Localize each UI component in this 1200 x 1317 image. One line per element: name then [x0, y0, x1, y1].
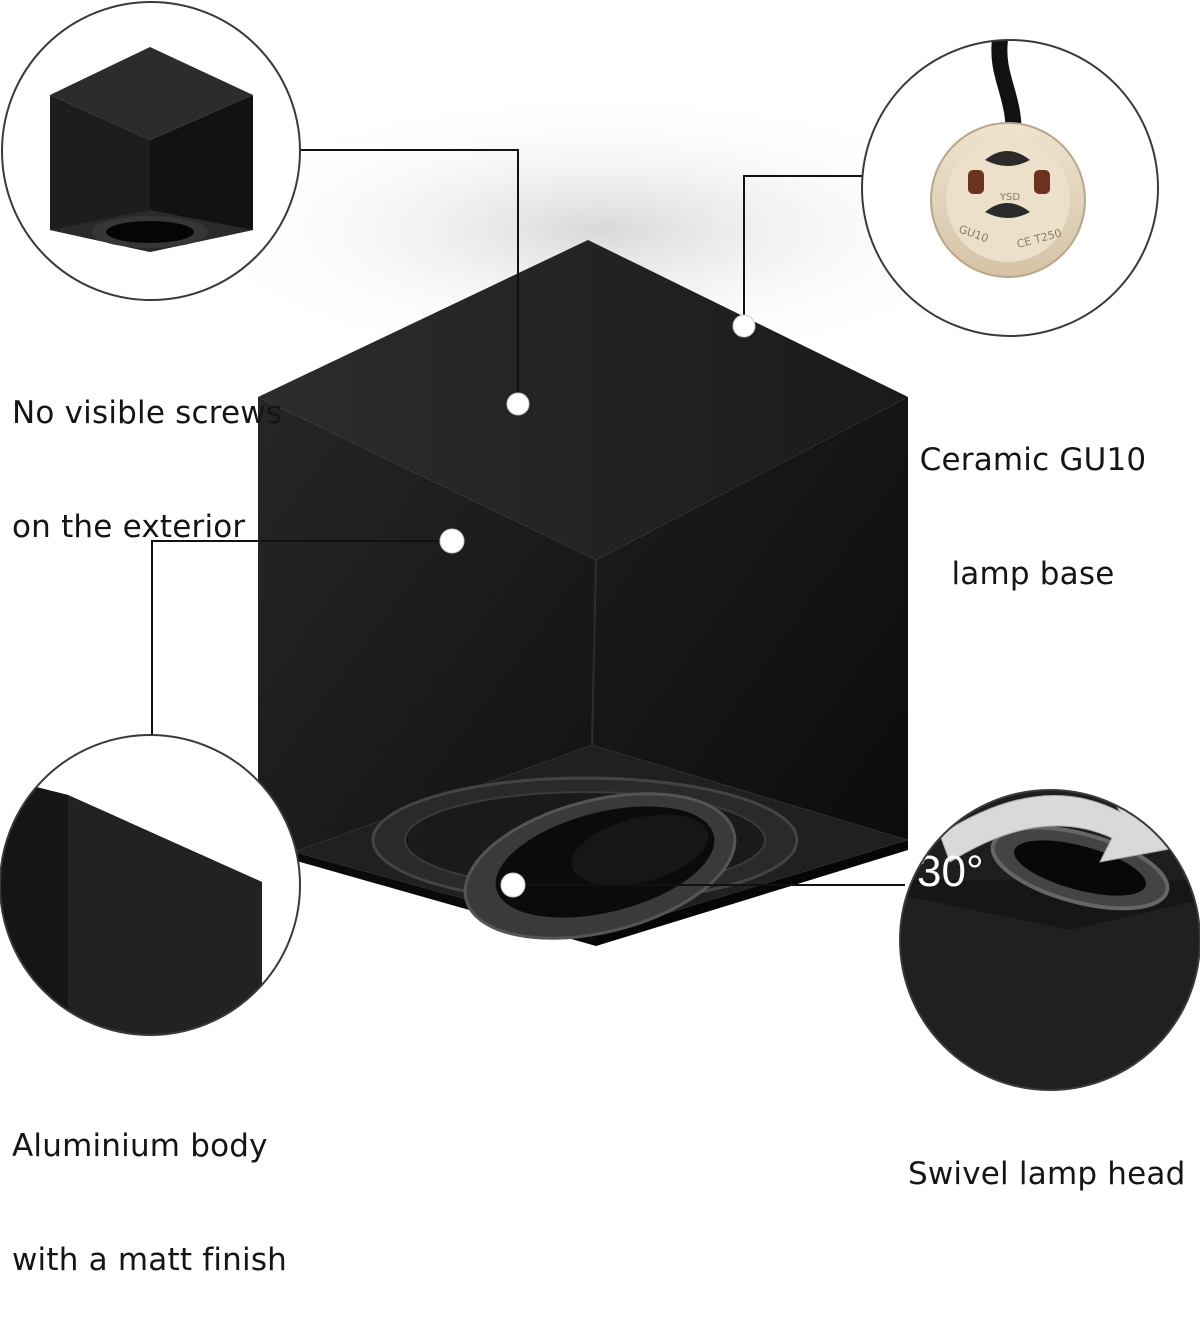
marker-swivel-dot: [500, 872, 526, 898]
detail-circle-ceramic: YSD GU10 CE T250: [861, 39, 1159, 337]
feature-label-screws-line1: No visible screws: [12, 395, 283, 431]
connector-ceramic: [743, 175, 862, 326]
swivel-angle-label: 30°: [917, 847, 984, 896]
feature-label-aluminium-line2: with a matt finish: [12, 1242, 288, 1278]
detail-circle-aluminium: [0, 734, 301, 1036]
connector-lines: [151, 149, 905, 886]
feature-label-aluminium: Aluminium body with a matt finish: [12, 1051, 287, 1317]
marker-screws-dot: [506, 392, 530, 416]
socket-brand-mark: YSD: [999, 192, 1020, 203]
cube-side-face: [592, 397, 908, 840]
feature-label-ceramic-line2: lamp base: [951, 556, 1115, 592]
connector-screws: [300, 149, 519, 404]
detail-circle-swivel: 30°: [899, 789, 1200, 1091]
marker-aluminium-dot: [439, 528, 465, 554]
feature-label-swivel-line1: Swivel lamp head: [908, 1156, 1186, 1192]
marker-ceramic-dot: [732, 314, 756, 338]
detail-circle-screws: [1, 1, 301, 301]
feature-label-ceramic: Ceramic GU10 lamp base: [918, 365, 1148, 631]
feature-label-aluminium-line1: Aluminium body: [12, 1128, 268, 1164]
connector-aluminium: [151, 540, 451, 735]
feature-label-screws: No visible screws on the exterior: [12, 318, 282, 584]
product-feature-diagram: YSD GU10 CE T250 30° No visible screws: [0, 1, 1200, 1278]
feature-label-swivel: Swivel lamp head: [908, 1079, 1185, 1231]
feature-label-ceramic-line1: Ceramic GU10: [919, 442, 1147, 478]
feature-label-screws-line2: on the exterior: [12, 509, 246, 545]
cube-front-face: [258, 397, 596, 852]
ceiling-shadow: [180, 90, 1020, 370]
diagram-canvas: YSD GU10 CE T250 30°: [0, 1, 1200, 1091]
